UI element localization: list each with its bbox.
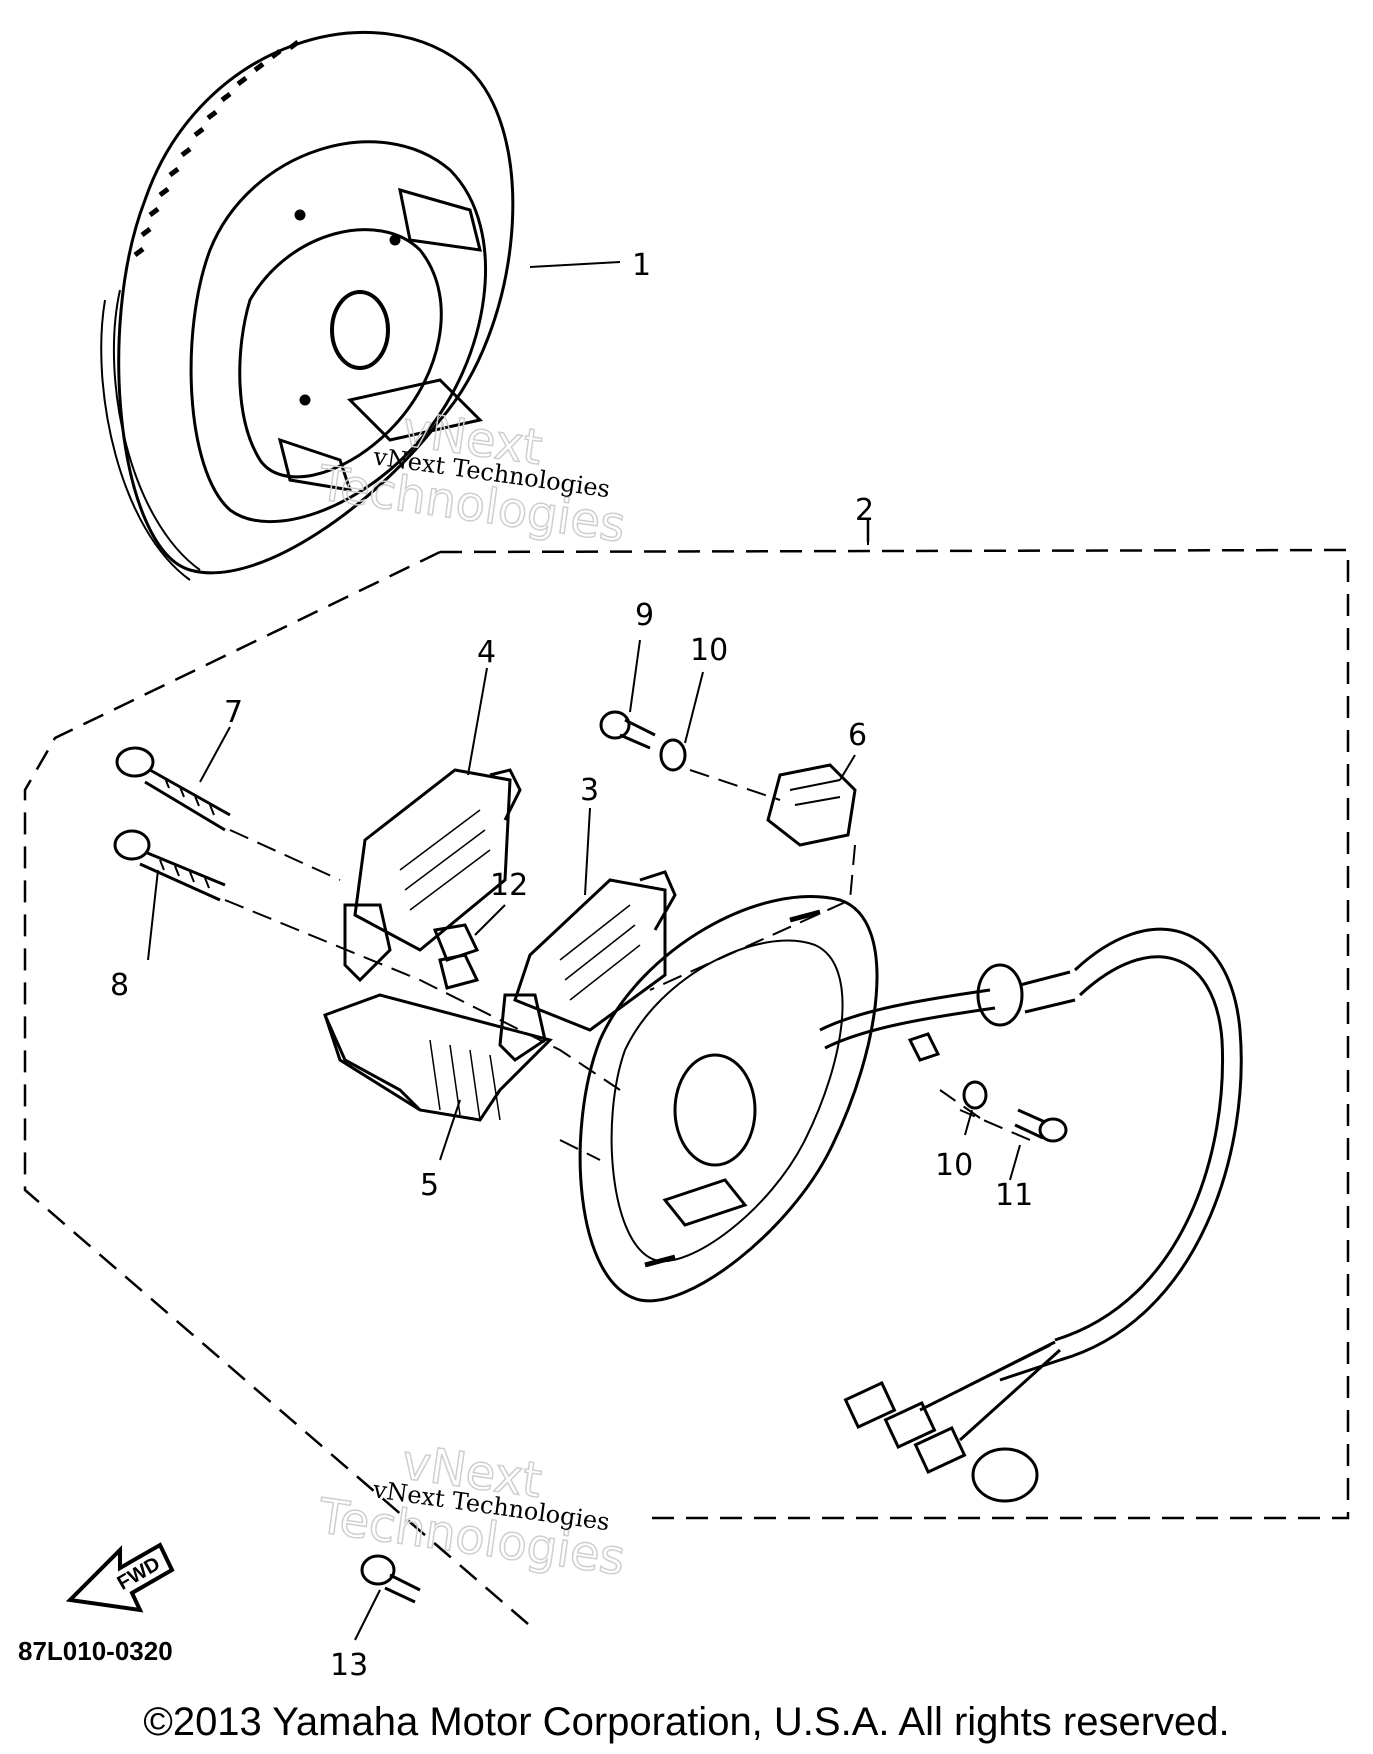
callout-2: 2: [855, 493, 874, 528]
spacer: [432, 923, 480, 990]
lighting-coil: [323, 993, 553, 1122]
callout-4: 4: [477, 635, 496, 670]
bolt-8: [113, 829, 226, 902]
callout-6: 6: [848, 718, 867, 753]
washer-10-top: [659, 738, 687, 772]
fwd-arrow-icon: FWD: [65, 1542, 175, 1613]
leader-line: [529, 261, 621, 268]
bolt-7: [115, 746, 231, 832]
screw-13: [360, 1554, 421, 1604]
callout-3: 3: [580, 773, 599, 808]
callout-9: 9: [635, 598, 654, 633]
washer-10-right: [962, 1080, 988, 1110]
callout-12: 12: [490, 868, 528, 903]
leader-lines: [147, 525, 1021, 1641]
callout-7: 7: [224, 695, 243, 730]
callout-10-right: 10: [935, 1148, 973, 1183]
copyright-notice: ©2013 Yamaha Motor Corporation, U.S.A. A…: [143, 1700, 1230, 1744]
pulser-coil: [498, 870, 677, 1062]
flywheel: [100, 30, 515, 581]
charge-coil: [343, 768, 522, 983]
callout-5: 5: [420, 1168, 439, 1203]
stator-base-plate: [578, 895, 879, 1303]
callout-8: 8: [110, 968, 129, 1003]
callout-1: 1: [632, 248, 651, 283]
callout-10-top: 10: [690, 633, 728, 668]
screw-11: [1014, 1108, 1068, 1143]
stator-assembly-outline: [23, 520, 1350, 1631]
diagram-code: 87L010-0320: [18, 1636, 173, 1666]
callout-13: 13: [330, 1648, 368, 1683]
callout-11: 11: [995, 1178, 1033, 1213]
rectifier-bracket: [766, 763, 857, 847]
guide-lines: [224, 769, 1031, 1161]
wire-harness: [819, 927, 1243, 1503]
watermark-bottom: vNext Technologies vNext Technologies: [313, 1434, 629, 1588]
screw-9: [599, 710, 656, 750]
